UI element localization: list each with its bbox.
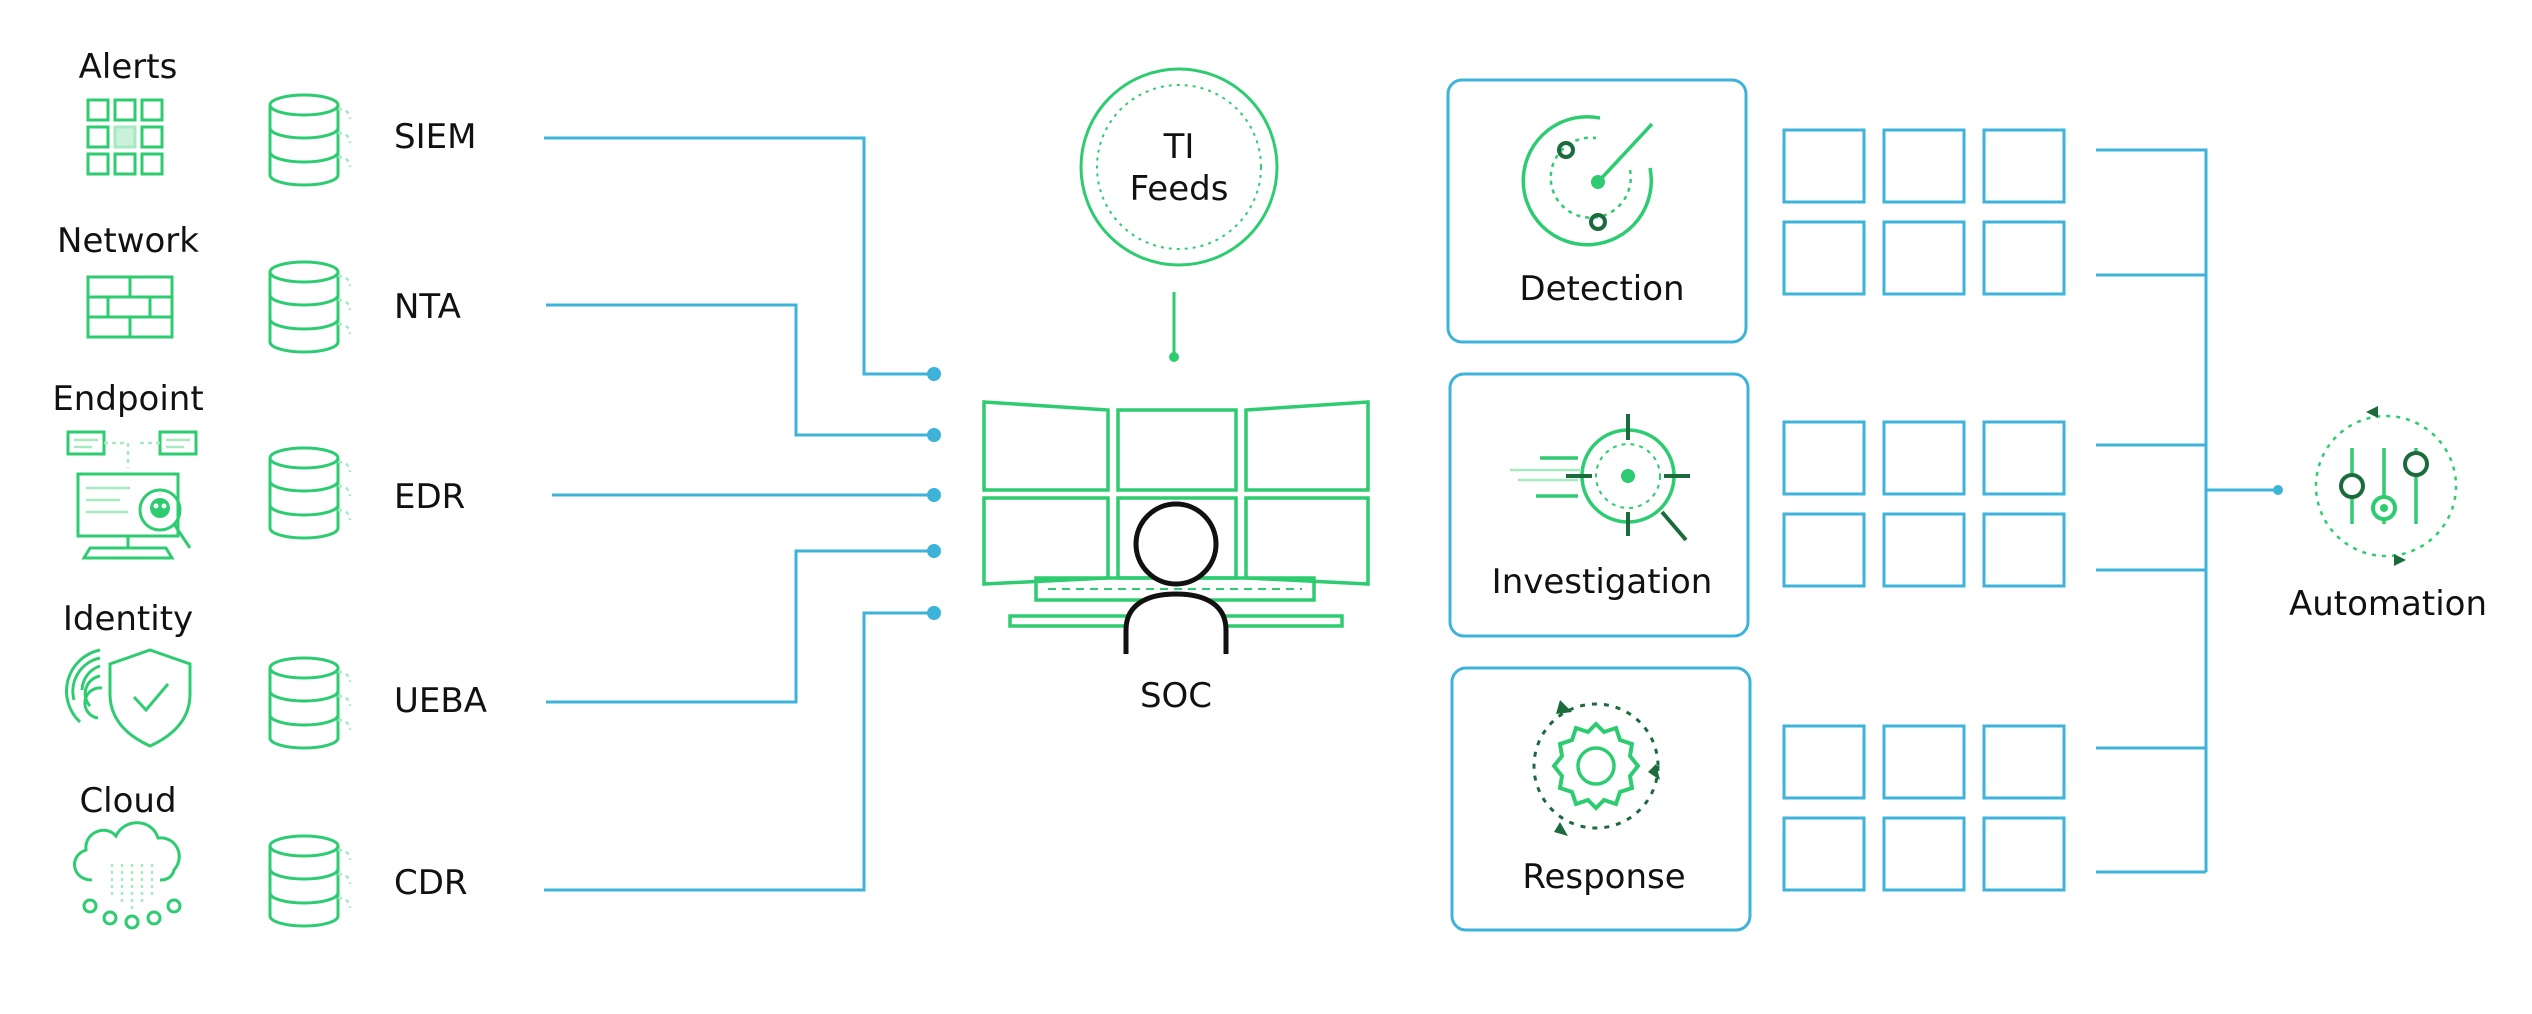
investigation-card [1448, 372, 1750, 638]
ti-feeds-label-line2: Feeds [1130, 169, 1229, 209]
response-card [1450, 666, 1752, 932]
category-label-identity: Identity [63, 599, 193, 639]
category-label-network: Network [57, 221, 199, 261]
ti-feeds-label-line1: TI [1163, 127, 1195, 167]
category-label-endpoint: Endpoint [52, 379, 203, 419]
connector-nta [546, 303, 932, 437]
database-icon [268, 446, 352, 540]
category-label-cloud: Cloud [79, 781, 176, 821]
connector-cdr [544, 611, 932, 892]
detection-label: Detection [1519, 269, 1684, 309]
cloud-icon [73, 821, 182, 930]
identity-fingerprint-shield-icon [64, 648, 192, 748]
source-connectors [544, 136, 941, 892]
soc-operator-icon [1123, 501, 1229, 654]
gear-cycle-icon [1532, 700, 1660, 836]
radar-icon [1521, 114, 1654, 247]
ti-feeds-node [1079, 67, 1279, 362]
automation-bus [2096, 148, 2283, 874]
alerts-grid-icon [86, 98, 164, 176]
automation-label: Automation [2289, 584, 2487, 624]
database-icon [268, 93, 352, 187]
response-task-grid [1782, 724, 2066, 892]
network-firewall-icon [86, 275, 174, 339]
investigation-label: Investigation [1492, 562, 1713, 602]
detection-card [1446, 78, 1748, 344]
soc-label: SOC [1140, 676, 1212, 716]
database-icon [268, 656, 352, 750]
connector-siem [544, 136, 932, 376]
tool-label-siem: SIEM [394, 117, 476, 157]
crosshair-magnifier-icon [1510, 414, 1690, 542]
category-label-alerts: Alerts [79, 47, 178, 87]
investigation-task-grid [1782, 420, 2066, 588]
tool-label-edr: EDR [394, 477, 465, 517]
endpoint-computer-icon [66, 430, 198, 560]
tool-label-cdr: CDR [394, 863, 468, 903]
connector-ueba [546, 549, 932, 704]
database-icon [268, 834, 352, 928]
response-label: Response [1522, 857, 1685, 897]
tool-label-ueba: UEBA [394, 681, 487, 721]
detection-task-grid [1782, 128, 2066, 296]
tool-label-nta: NTA [394, 287, 461, 327]
sliders-cycle-icon [2314, 406, 2458, 566]
database-icon [268, 260, 352, 354]
